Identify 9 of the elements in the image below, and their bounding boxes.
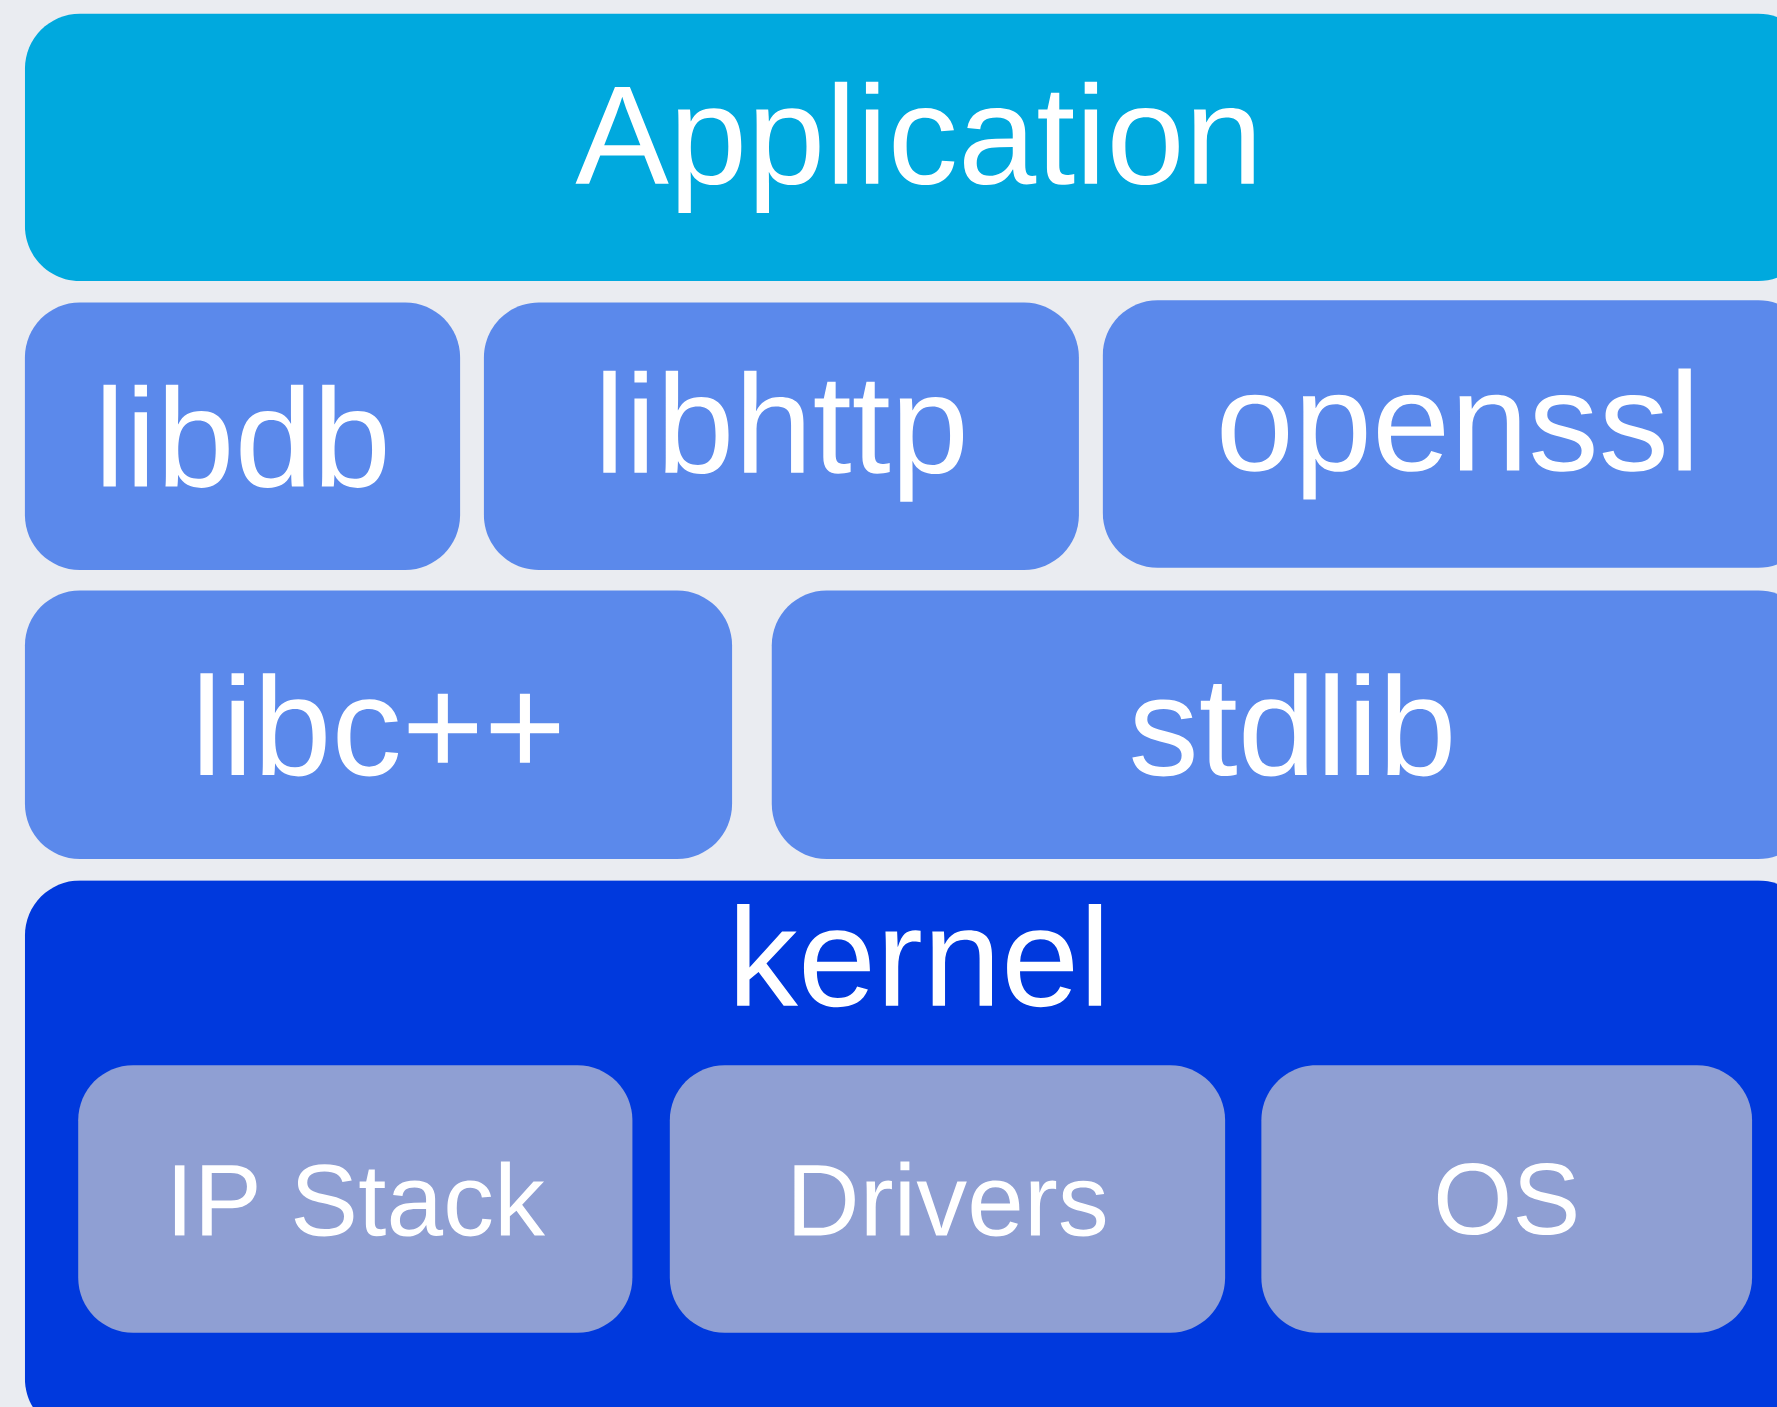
layer-box: openssl	[1102, 300, 1777, 568]
layer-box: libc++	[24, 590, 733, 860]
layer-box: stdlib	[771, 590, 1777, 860]
layer-box: libdb	[24, 302, 461, 571]
layer-box: Application	[24, 13, 1777, 282]
layer-box: OS	[1261, 1065, 1753, 1333]
layer-box: IP Stack	[78, 1065, 633, 1333]
layer-box: Drivers	[669, 1065, 1226, 1333]
layer-box: libhttp	[483, 302, 1079, 571]
